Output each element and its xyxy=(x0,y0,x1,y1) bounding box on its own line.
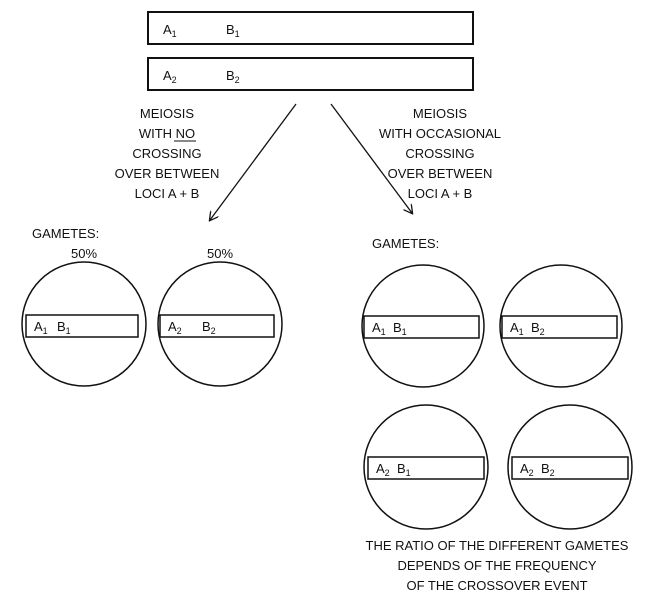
caption-line: OF THE CROSSOVER EVENT xyxy=(406,578,587,593)
gamete-right-3: A2 B1 xyxy=(363,404,489,530)
gamete-allele-a: A1 xyxy=(510,320,524,337)
gamete-right-1: A1 B1 xyxy=(361,264,485,388)
gamete-allele-a: A2 xyxy=(520,461,534,478)
crossover-caption: THE RATIO OF THE DIFFERENT GAMETES DEPEN… xyxy=(366,538,629,593)
gamete-allele-b: B1 xyxy=(397,461,411,478)
locus-a-label: A1 xyxy=(163,22,177,39)
gamete-allele-a: A2 xyxy=(376,461,390,478)
gamete-allele-b: B2 xyxy=(541,461,555,478)
left-text-line: MEIOSIS xyxy=(140,106,195,121)
left-text-line: OVER BETWEEN xyxy=(115,166,220,181)
left-branch-description: MEIOSIS WITH NO CROSSING OVER BETWEEN LO… xyxy=(115,106,220,201)
right-text-line: LOCI A + B xyxy=(408,186,473,201)
gamete-allele-b: B1 xyxy=(393,320,407,337)
gamete-allele-b: B2 xyxy=(531,320,545,337)
gamete-allele-a: A1 xyxy=(372,320,386,337)
gamete-allele-a: A2 xyxy=(168,319,182,336)
arrow-crossover xyxy=(330,103,412,213)
arrow-no-crossover xyxy=(210,103,297,220)
parent-chromosome-top: A1 B1 xyxy=(147,11,474,45)
right-branch-description: MEIOSIS WITH OCCASIONAL CROSSING OVER BE… xyxy=(379,106,501,201)
right-text-line: OVER BETWEEN xyxy=(388,166,493,181)
caption-line: THE RATIO OF THE DIFFERENT GAMETES xyxy=(366,538,629,553)
locus-b-label: B1 xyxy=(226,22,240,39)
gamete-left-2: A2 B2 xyxy=(157,261,283,387)
left-text-line: WITH NO xyxy=(139,126,195,141)
right-text-line: CROSSING xyxy=(405,146,474,161)
caption-line: DEPENDS OF THE FREQUENCY xyxy=(397,558,596,573)
gamete-allele-b: B1 xyxy=(57,319,71,336)
left-text-line: CROSSING xyxy=(132,146,201,161)
gametes-label-left: GAMETES: xyxy=(32,226,99,241)
locus-a-label: A2 xyxy=(163,68,177,85)
right-text-line: WITH OCCASIONAL xyxy=(379,126,501,141)
right-text-line: MEIOSIS xyxy=(413,106,468,121)
parent-chromosome-bottom: A2 B2 xyxy=(147,57,474,91)
locus-b-label: B2 xyxy=(226,68,240,85)
gamete-left-1: A1 B1 xyxy=(21,261,147,387)
left-text-line: LOCI A + B xyxy=(135,186,200,201)
gamete-right-2: A1 B2 xyxy=(499,264,623,388)
gamete-allele-b: B2 xyxy=(202,319,216,336)
gamete-right-4: A2 B2 xyxy=(507,404,633,530)
gametes-label-right: GAMETES: xyxy=(372,236,439,251)
gamete-percent: 50% xyxy=(207,246,233,261)
gamete-percent: 50% xyxy=(71,246,97,261)
gamete-allele-a: A1 xyxy=(34,319,48,336)
